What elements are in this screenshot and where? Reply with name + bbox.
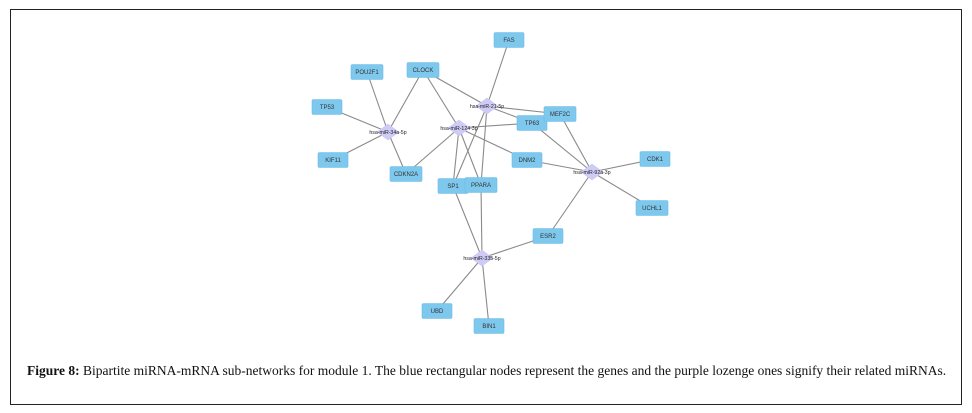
gene-node-shape <box>317 152 349 168</box>
gene-node-label: POU2F1 <box>355 70 379 76</box>
gene-node-cdk1: CDK1 <box>639 151 671 167</box>
gene-node-ppara: PPARA <box>464 177 498 193</box>
gene-node-shape <box>532 228 564 244</box>
mirna-node-label: hsa-miR-34a-5p <box>369 130 406 136</box>
gene-node-shape <box>516 115 548 131</box>
gene-node-label: CDK1 <box>647 157 664 163</box>
edge-hsa-mir-124-3p-ppara <box>458 127 482 186</box>
figure-frame <box>10 9 962 405</box>
gene-node-shape <box>389 166 423 182</box>
gene-node-label: KIF11 <box>325 158 341 164</box>
edge-hsa-mir-335-5p-sp1 <box>452 185 483 259</box>
gene-node-ubd: UBD <box>421 303 453 319</box>
mirna-node-shape <box>470 249 494 267</box>
edge-hsa-mir-92a-3p-esr2 <box>547 171 593 237</box>
gene-node-cdkn2a: CDKN2A <box>389 166 423 182</box>
gene-node-label: FAS <box>503 38 514 44</box>
edge-hsa-mir-335-5p-bin1 <box>481 257 490 327</box>
gene-node-fas: FAS <box>493 32 525 48</box>
figure-label: Figure 8: <box>27 363 80 378</box>
gene-node-bin1: BIN1 <box>473 318 505 334</box>
mirna-node-shape <box>580 163 604 181</box>
gene-node-label: ESR2 <box>540 234 556 240</box>
figure-caption-text: Bipartite miRNA-mRNA sub-networks for mo… <box>79 363 947 378</box>
edge-hsa-mir-124-3p-clock <box>422 69 460 129</box>
gene-node-shape <box>639 151 671 167</box>
edge-hsa-mir-335-5p-ubd <box>436 257 483 312</box>
mirna-node-shape <box>475 97 499 115</box>
gene-node-shape <box>350 64 384 80</box>
gene-node-label: CLOCK <box>413 68 434 74</box>
mirna-node-label: hsa-miR-335-5p <box>463 256 500 262</box>
gene-node-sp1: SP1 <box>437 178 469 194</box>
gene-node-label: BIN1 <box>482 324 496 330</box>
gene-node-label: TP63 <box>525 121 540 127</box>
gene-node-clock: CLOCK <box>406 62 440 78</box>
mirna-node-label: hsa-miR-21-5p <box>470 104 504 110</box>
gene-node-label: MEF2C <box>550 112 571 118</box>
edge-hsa-mir-21-5p-sp1 <box>452 105 488 187</box>
mirna-node-hsa-mir-335-5p: hsa-miR-335-5p <box>463 249 501 267</box>
gene-node-shape <box>511 152 543 168</box>
mirna-node-shape <box>376 123 400 141</box>
mirna-node-hsa-mir-34a-5p: hsa-miR-34a-5p <box>369 123 407 141</box>
mirna-node-label: hsa-miR-124-3p <box>440 126 477 132</box>
edge-hsa-mir-335-5p-ppara <box>480 184 483 259</box>
mirna-node-hsa-mir-124-3p: hsa-miR-124-3p <box>440 119 478 137</box>
mirna-node-label: hsa-miR-92a-3p <box>573 170 610 176</box>
gene-node-shape <box>406 62 440 78</box>
gene-node-shape <box>635 200 669 216</box>
gene-node-mef2c: MEF2C <box>543 106 577 122</box>
edge-hsa-mir-21-5p-ppara <box>480 105 488 186</box>
edge-hsa-mir-21-5p-fas <box>486 39 510 107</box>
gene-node-shape <box>543 106 577 122</box>
gene-node-uchl1: UCHL1 <box>635 200 669 216</box>
gene-node-dnm2: DNM2 <box>511 152 543 168</box>
gene-node-shape <box>421 303 453 319</box>
gene-node-shape <box>311 99 343 115</box>
gene-node-shape <box>464 177 498 193</box>
gene-node-tp63: TP63 <box>516 115 548 131</box>
edge-hsa-mir-92a-3p-tp63 <box>531 122 593 173</box>
mirna-node-hsa-mir-21-5p: hsa-miR-21-5p <box>470 97 504 115</box>
gene-node-label: TP53 <box>320 105 335 111</box>
edge-hsa-mir-124-3p-sp1 <box>452 127 460 187</box>
mirna-node-hsa-mir-92a-3p: hsa-miR-92a-3p <box>573 163 611 181</box>
gene-node-label: UBD <box>431 309 444 315</box>
figure-caption: Figure 8: Bipartite miRNA-mRNA sub-netwo… <box>27 362 947 380</box>
gene-node-shape <box>473 318 505 334</box>
gene-node-label: UCHL1 <box>642 206 662 212</box>
edge-hsa-mir-92a-3p-mef2c <box>559 113 593 173</box>
gene-node-esr2: ESR2 <box>532 228 564 244</box>
edge-hsa-mir-34a-5p-pou2f1 <box>366 71 389 133</box>
mirna-node-shape <box>447 119 471 137</box>
gene-node-shape <box>493 32 525 48</box>
gene-node-label: CDKN2A <box>394 172 418 178</box>
gene-node-tp53: TP53 <box>311 99 343 115</box>
gene-node-kif11: KIF11 <box>317 152 349 168</box>
gene-node-label: DNM2 <box>518 158 536 164</box>
edge-hsa-mir-34a-5p-clock <box>387 69 424 133</box>
gene-node-pou2f1: POU2F1 <box>350 64 384 80</box>
gene-node-label: PPARA <box>471 183 491 189</box>
gene-node-label: SP1 <box>447 184 459 190</box>
